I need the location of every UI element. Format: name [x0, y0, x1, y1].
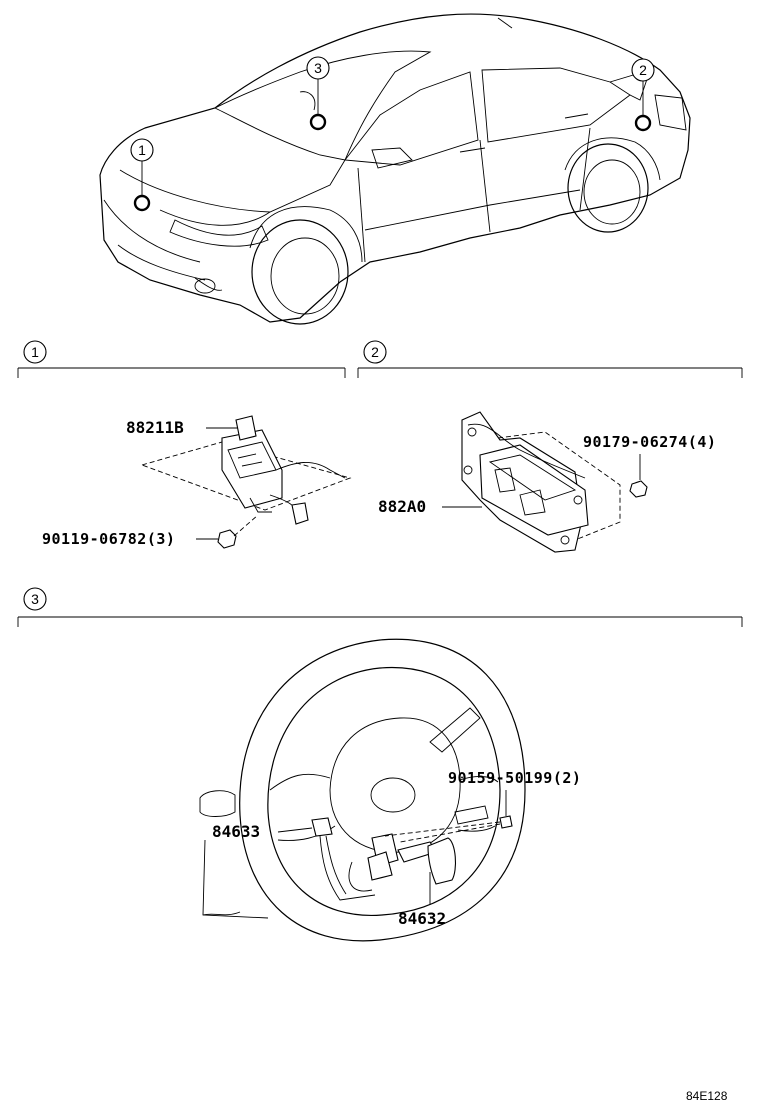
leader-84633 — [277, 827, 313, 833]
switch-assy-84633 — [311, 817, 376, 901]
callout-3-label: 3 — [314, 60, 322, 76]
part-label-90159-50199: 90159-50199(2) — [448, 769, 581, 787]
callout-3: 3 — [306, 56, 330, 131]
part-label-90179-06274: 90179-06274(4) — [583, 433, 716, 451]
section-3-header: 3 — [17, 587, 743, 627]
steering-wheel — [199, 638, 526, 942]
cruise-control-module-88211b — [140, 415, 352, 525]
callout-2: 2 — [631, 58, 655, 132]
diagram-code: 84E128 — [686, 1089, 728, 1103]
callout-1-label: 1 — [138, 142, 146, 158]
callout-1: 1 — [130, 138, 154, 212]
car-illustration — [99, 13, 691, 325]
section-2-header: 2 — [357, 340, 743, 378]
screw-90159-50199 — [384, 790, 513, 843]
part-label-84632: 84632 — [398, 909, 446, 928]
part-label-88211b: 88211B — [126, 418, 184, 437]
section-3-label: 3 — [31, 591, 39, 607]
radar-sensor-bracket-882a0 — [461, 411, 621, 553]
cruise-control-switch-84632 — [348, 833, 457, 905]
nut-90119-06782 — [196, 514, 259, 549]
callout-2-label: 2 — [639, 62, 647, 78]
part-label-882a0: 882A0 — [378, 497, 426, 516]
section-2-label: 2 — [371, 344, 379, 360]
nut-90179-06274 — [629, 454, 648, 498]
part-label-90119-06782: 90119-06782(3) — [42, 530, 175, 548]
section-1-header: 1 — [17, 340, 346, 378]
part-label-84633: 84633 — [212, 822, 260, 841]
section-1-label: 1 — [31, 344, 39, 360]
